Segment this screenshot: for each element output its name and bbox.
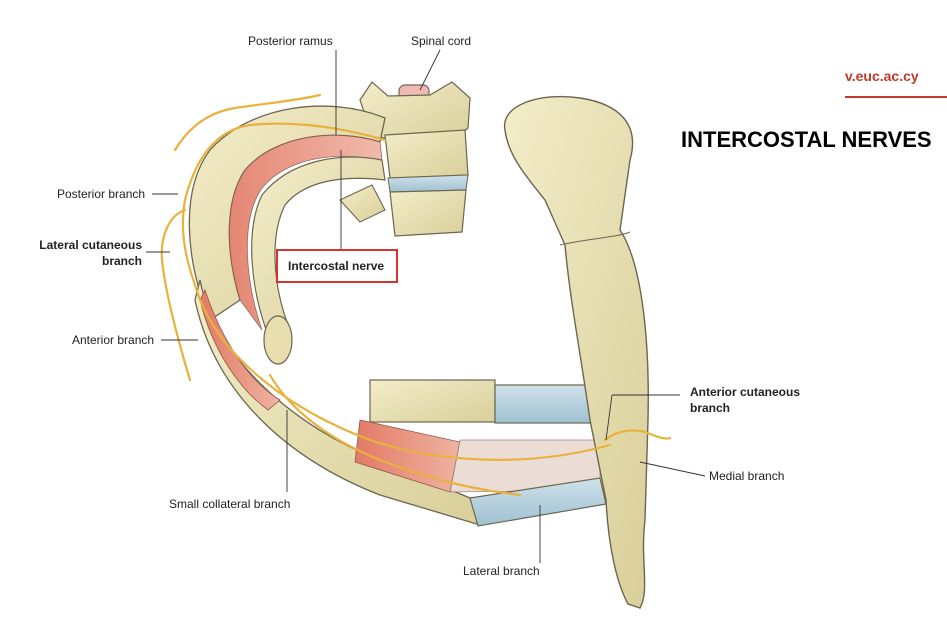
slide-title: INTERCOSTAL NERVES bbox=[681, 127, 932, 152]
label-lateral-branch: Lateral branch bbox=[463, 564, 540, 578]
label-intercostal-nerve: Intercostal nerve bbox=[288, 259, 385, 273]
label-spinal-cord: Spinal cord bbox=[411, 34, 472, 48]
intercostal-nerve-highlight-box: Intercostal nerve bbox=[276, 249, 398, 283]
vertebral-body-lower bbox=[389, 189, 467, 237]
lateral-cutaneous-path bbox=[160, 208, 192, 382]
rib-anterior-upper bbox=[369, 379, 496, 423]
label-posterior-branch: Posterior branch bbox=[57, 187, 146, 201]
label-lateral-cutaneous-1: Lateral cutaneous bbox=[39, 238, 142, 252]
leader-spinal-cord bbox=[419, 49, 441, 91]
label-small-collateral-branch: Small collateral branch bbox=[169, 497, 291, 511]
site-url: v.euc.ac.cy bbox=[845, 68, 919, 84]
label-anterior-branch: Anterior branch bbox=[72, 333, 155, 347]
site-underline bbox=[845, 96, 947, 98]
intervertebral-disc bbox=[387, 174, 469, 193]
rib-cut-end bbox=[263, 315, 293, 365]
label-medial-branch: Medial branch bbox=[709, 469, 785, 483]
rib-lower bbox=[194, 279, 607, 527]
transverse-process bbox=[339, 184, 386, 223]
label-posterior-ramus: Posterior ramus bbox=[248, 34, 333, 48]
intercostal-muscle-upper bbox=[228, 134, 383, 331]
sternum bbox=[504, 95, 649, 609]
leader-lines bbox=[146, 49, 706, 563]
collateral-branch-path bbox=[268, 373, 522, 497]
label-lateral-cutaneous-2: branch bbox=[101, 254, 142, 268]
sternum-body bbox=[504, 95, 649, 609]
label-anterior-cutaneous-2: branch bbox=[690, 401, 731, 415]
leader-anterior-cutaneous-drop bbox=[605, 394, 613, 441]
leader-medial-branch bbox=[639, 461, 706, 477]
label-anterior-cutaneous-1: Anterior cutaneous bbox=[690, 385, 801, 399]
anterior-cutaneous-path bbox=[603, 429, 672, 442]
costal-cartilage-upper bbox=[494, 384, 601, 424]
vertebral-body-upper bbox=[384, 129, 469, 179]
intercostal-nerve-path bbox=[181, 122, 612, 461]
nerves bbox=[160, 93, 672, 497]
intercostal-muscle-lateral bbox=[199, 288, 281, 411]
posterior-ramus-path bbox=[173, 93, 322, 152]
sternal-angle bbox=[559, 231, 631, 246]
vertebra bbox=[339, 81, 471, 237]
